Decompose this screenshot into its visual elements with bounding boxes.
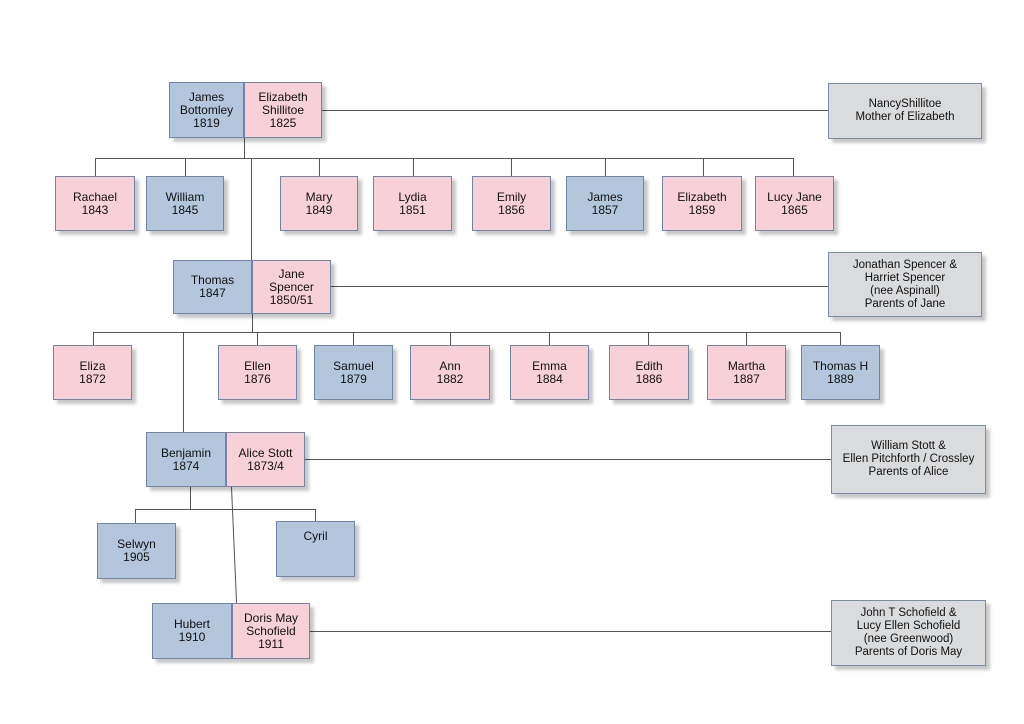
person-name: Rachael 1843: [72, 189, 118, 217]
person-name: Selwyn 1905: [117, 537, 156, 564]
stub-james: [605, 158, 606, 176]
person-william: William 1845: [146, 176, 224, 231]
person-name: Benjamin 1874: [160, 445, 212, 473]
stub-martha: [746, 332, 747, 345]
person-name: Cyril: [303, 529, 328, 543]
stub-emily: [511, 158, 512, 176]
person-name: Ellen 1876: [244, 358, 271, 386]
stub-rachael: [95, 158, 96, 176]
person-elizabeth: Elizabeth 1859: [662, 176, 742, 231]
note-text: Jonathan Spencer & Harriet Spencer (nee …: [852, 258, 958, 310]
stub-ellen: [257, 332, 258, 345]
person-doris-may: Doris May Schofield 1911: [232, 603, 310, 659]
stub-lydia: [413, 158, 414, 176]
person-name: Mary 1849: [305, 189, 333, 217]
person-name: Elizabeth Shillitoe 1825: [258, 89, 308, 130]
person-mary: Mary 1849: [280, 176, 358, 231]
person-name: James 1857: [587, 189, 623, 217]
person-ellen: Ellen 1876: [218, 345, 297, 400]
person-name: Elizabeth 1859: [677, 189, 727, 217]
stub-samuel: [353, 332, 354, 345]
stub-elizabeth: [703, 158, 704, 176]
person-name: Eliza 1872: [79, 358, 106, 386]
person-rachael: Rachael 1843: [55, 176, 135, 231]
person-lydia: Lydia 1851: [373, 176, 452, 231]
partner-line-spencer: [331, 286, 828, 287]
stub-edith: [648, 332, 649, 345]
person-name: James Bottomley 1819: [179, 89, 234, 130]
person-james-bottomley: James Bottomley 1819: [169, 82, 244, 138]
person-lucy-jane: Lucy Jane 1865: [755, 176, 834, 231]
stub-lucy-jane: [793, 158, 794, 176]
note-text: William Stott & Ellen Pitchforth / Cross…: [842, 440, 975, 478]
person-name: Thomas H 1889: [812, 358, 869, 386]
person-eliza: Eliza 1872: [53, 345, 132, 400]
note-nancy-shillitoe: NancyShillitoe Mother of Elizabeth: [828, 83, 982, 139]
person-name: Hubert 1910: [173, 617, 211, 644]
person-name: Doris May Schofield 1911: [243, 610, 298, 651]
person-cyril: Cyril: [276, 521, 355, 577]
stub-thomas-h: [840, 332, 841, 345]
person-edith: Edith 1886: [609, 345, 689, 400]
person-ann: Ann 1882: [410, 345, 490, 400]
person-name: William 1845: [165, 189, 205, 217]
note-text: John T Schofield & Lucy Ellen Schofield …: [854, 607, 963, 658]
person-name: Jane Spencer 1850/51: [269, 266, 314, 307]
person-name: Edith 1886: [635, 358, 663, 386]
sibling-bar-gen3: [93, 332, 840, 333]
drop-line-thomas: [251, 158, 252, 260]
note-spencer-parents: Jonathan Spencer & Harriet Spencer (nee …: [828, 252, 982, 317]
person-name: Ann 1882: [436, 358, 464, 386]
sibling-bar-gen4: [135, 509, 315, 510]
drop-line-gen3: [190, 487, 191, 509]
person-alice-stott: Alice Stott 1873/4: [226, 432, 305, 487]
person-name: Martha 1887: [727, 358, 766, 386]
partner-line-nancy: [322, 110, 828, 111]
stub-selwyn: [135, 509, 136, 523]
stub-mary: [319, 158, 320, 176]
note-stott-parents: William Stott & Ellen Pitchforth / Cross…: [831, 425, 986, 494]
stub-william: [185, 158, 186, 176]
drop-line-gen1: [244, 138, 245, 158]
person-thomas-h: Thomas H 1889: [801, 345, 880, 400]
person-name: Emma 1884: [532, 358, 567, 386]
person-jane-spencer: Jane Spencer 1850/51: [252, 260, 331, 314]
person-hubert: Hubert 1910: [152, 603, 232, 659]
sibling-bar-gen2: [95, 158, 793, 159]
person-emily: Emily 1856: [472, 176, 551, 231]
stub-ann: [450, 332, 451, 345]
person-benjamin: Benjamin 1874: [146, 432, 226, 487]
person-james: James 1857: [566, 176, 644, 231]
person-name: Alice Stott 1873/4: [238, 445, 293, 473]
drop-line-benjamin: [183, 332, 184, 432]
person-selwyn: Selwyn 1905: [97, 523, 176, 579]
stub-eliza: [93, 332, 94, 345]
person-emma: Emma 1884: [510, 345, 589, 400]
person-name: Emily 1856: [496, 189, 527, 217]
person-name: Lucy Jane 1865: [767, 189, 822, 217]
person-thomas: Thomas 1847: [173, 260, 252, 314]
person-name: Samuel 1879: [333, 358, 374, 386]
person-name: Lydia 1851: [398, 189, 427, 217]
note-schofield-parents: John T Schofield & Lucy Ellen Schofield …: [831, 600, 986, 666]
person-elizabeth-shillitoe: Elizabeth Shillitoe 1825: [244, 82, 322, 138]
person-martha: Martha 1887: [707, 345, 786, 400]
stub-emma: [549, 332, 550, 345]
partner-line-schofield: [310, 631, 831, 632]
person-samuel: Samuel 1879: [314, 345, 393, 400]
person-name: Thomas 1847: [190, 273, 235, 300]
note-text: NancyShillitoe Mother of Elizabeth: [855, 98, 955, 123]
drop-line-gen2: [252, 314, 253, 332]
stub-cyril: [315, 509, 316, 521]
partner-line-stott: [305, 459, 831, 460]
drop-line-hubert: [231, 486, 238, 603]
